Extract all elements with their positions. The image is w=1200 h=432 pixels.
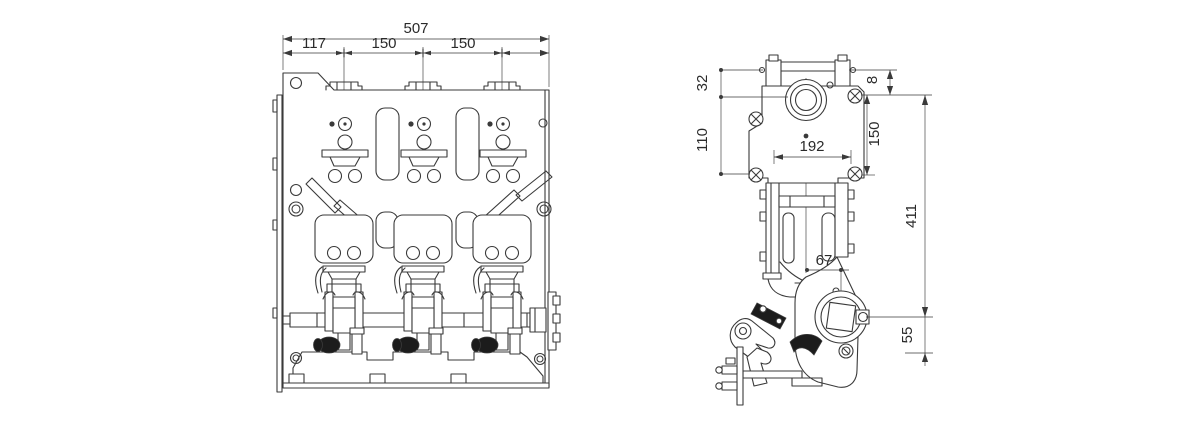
latch-hook [746, 347, 772, 387]
pole-2-plate [393, 214, 453, 264]
dim-label-67: 67 [816, 252, 833, 269]
dim-150: 150 [863, 95, 883, 175]
panel-screws [288, 76, 552, 366]
side-view: 32 110 8 150 [694, 54, 933, 406]
dim-label-507: 507 [403, 20, 428, 37]
dim-label-110: 110 [694, 128, 711, 152]
dim-label-150a: 150 [371, 35, 396, 52]
mechanism-housing [791, 256, 870, 388]
dim-label-411: 411 [903, 204, 920, 228]
dim-label-192: 192 [799, 138, 824, 155]
dim-55: 55 [899, 317, 929, 366]
dim-411: 411 [903, 95, 929, 317]
side-dimensions: 32 110 8 150 [694, 68, 933, 366]
shaft-end-cap [529, 307, 547, 333]
dim-label-32: 32 [694, 75, 711, 92]
hub-plate [748, 78, 865, 184]
dim-tick-423 [415, 48, 431, 58]
base-assembly [282, 351, 550, 389]
left-channel [276, 94, 283, 393]
shaft-hub [784, 78, 828, 122]
dim-192: 192 [773, 138, 852, 164]
dim-label-55: 55 [899, 327, 916, 344]
dim-label-150: 150 [866, 121, 883, 146]
trip-linkage [715, 302, 823, 406]
support-rails [759, 182, 855, 306]
front-dimensions: 507 [282, 20, 550, 87]
pole-3-plate [472, 214, 532, 264]
dim-overall-width: 507 [283, 20, 549, 43]
dim-label-117: 117 [302, 35, 326, 52]
dim-pole-pitch: 117 150 150 [283, 35, 549, 58]
dim-32: 32 [694, 68, 723, 99]
dim-110: 110 [694, 97, 723, 176]
dim-tick-344 [336, 48, 352, 58]
plate-bolts [748, 88, 863, 183]
dim-8: 8 [864, 70, 894, 95]
front-view: 507 [272, 20, 561, 393]
pole-1-plate [314, 214, 374, 264]
dim-67: 67 [805, 252, 849, 272]
dim-label-8: 8 [864, 76, 881, 84]
dim-tick-502 [494, 48, 510, 58]
pull-rod [742, 370, 803, 379]
dim-label-150b: 150 [450, 35, 475, 52]
